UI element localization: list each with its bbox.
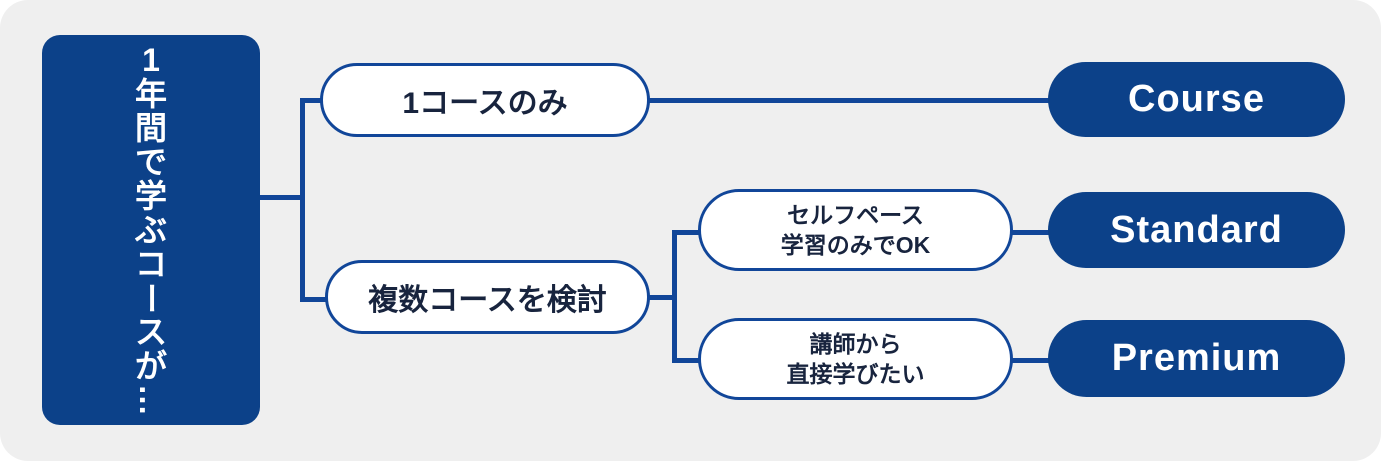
condition-label-instructor-line2: 直接学びたい [786, 361, 925, 387]
result-label-course: Course [1128, 78, 1265, 120]
connector-stub-selfpace [672, 230, 704, 235]
condition-label-multi-course: 複数コースを検討 [368, 284, 607, 317]
condition-pill-single-course: 1コースのみ [320, 63, 650, 137]
result-pill-premium: Premium [1048, 320, 1345, 397]
condition-pill-multi-course: 複数コースを検討 [325, 260, 650, 334]
connector-root-horizontal [258, 195, 305, 200]
result-label-standard: Standard [1110, 208, 1283, 251]
connector-level2-vertical [672, 230, 677, 363]
connector-stub-instructor [672, 358, 704, 363]
connector-multi-horizontal [640, 295, 677, 300]
connector-stub-multi-course [300, 297, 332, 302]
connector-to-course [640, 98, 1055, 103]
connector-to-premium [1005, 358, 1053, 363]
result-pill-course: Course [1048, 62, 1345, 137]
connector-to-standard [1005, 230, 1053, 235]
result-pill-standard: Standard [1048, 192, 1345, 268]
condition-pill-instructor: 講師から 直接学びたい [698, 318, 1013, 400]
condition-label-instructor-line1: 講師から [809, 331, 902, 357]
connector-level1-vertical [300, 98, 305, 302]
condition-label-selfpace-line2: 学習のみでOK [780, 232, 931, 258]
condition-label-single-course: 1コースのみ [402, 87, 568, 120]
connector-stub-single-course [300, 98, 328, 103]
result-label-premium: Premium [1111, 337, 1282, 379]
condition-label-selfpace-line1: セルフペース [787, 202, 924, 228]
condition-pill-selfpace: セルフペース 学習のみでOK [698, 189, 1013, 271]
